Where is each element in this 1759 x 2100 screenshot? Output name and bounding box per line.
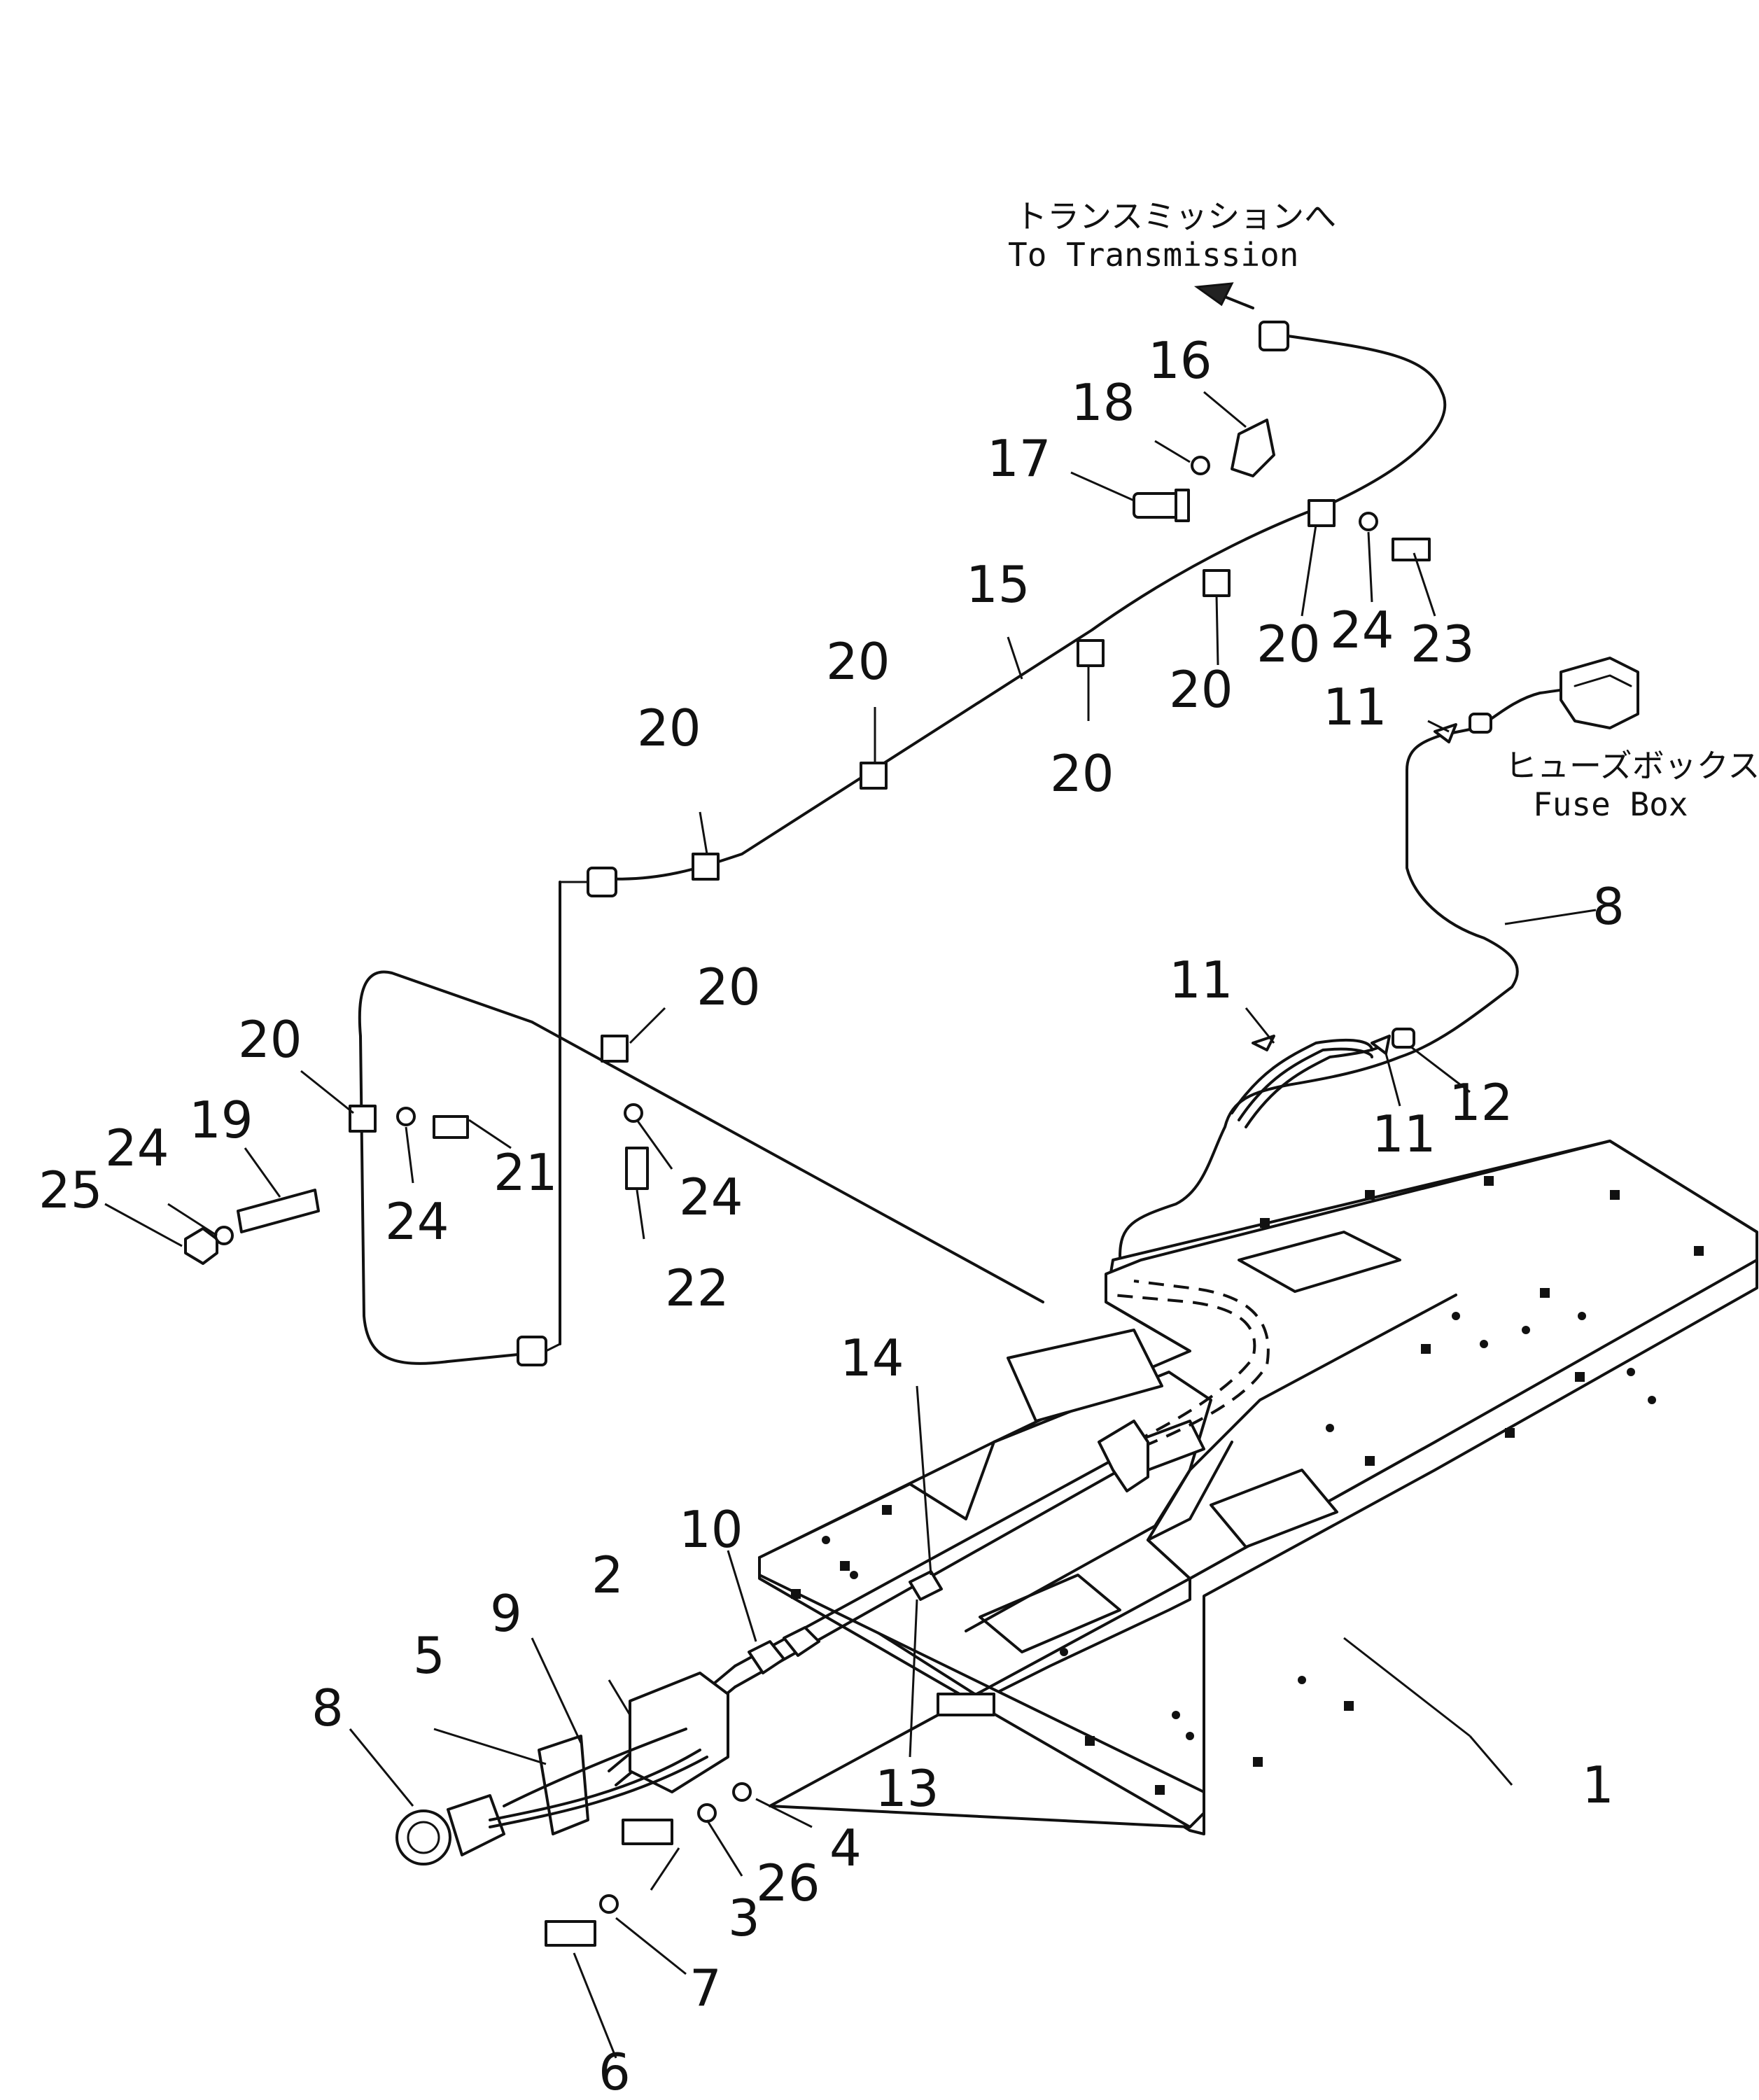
nut-25 — [184, 1227, 218, 1265]
fuse-box-label-jp: ヒューズボックス — [1505, 747, 1759, 785]
callout-11-mid: 11 — [1169, 951, 1233, 1009]
hardware — [184, 419, 1431, 1947]
frame — [758, 1140, 1758, 1835]
washer-4 — [732, 1782, 752, 1802]
callout-12: 12 — [1449, 1073, 1513, 1132]
switch-assembly — [395, 1570, 943, 1865]
fuse-box-label-en: Fuse Box — [1533, 785, 1688, 823]
callout-6: 6 — [598, 2043, 631, 2100]
connector-12 — [1392, 1028, 1415, 1049]
callout-11-top: 11 — [1323, 678, 1387, 736]
callout-20-g: 20 — [238, 1010, 302, 1069]
bolt-23 — [1392, 538, 1431, 561]
bolt-6 — [545, 1920, 596, 1947]
callout-20-f: 20 — [696, 958, 761, 1016]
cable-15 — [358, 321, 1447, 1366]
callout-23: 23 — [1410, 615, 1475, 673]
callout-25: 25 — [38, 1161, 103, 1219]
callout-18: 18 — [1071, 373, 1135, 432]
clips — [349, 499, 1336, 1133]
callout-11-low: 11 — [1372, 1105, 1436, 1163]
callout-24-bolt22: 24 — [679, 1168, 743, 1226]
nut-10 — [748, 1640, 785, 1674]
callout-1: 1 — [1582, 1756, 1614, 1814]
callout-21: 21 — [493, 1143, 558, 1202]
callout-5: 5 — [413, 1626, 445, 1685]
callout-10: 10 — [679, 1500, 743, 1559]
callout-19: 19 — [189, 1091, 253, 1149]
washer-7 — [599, 1894, 619, 1914]
to-transmission-label-en: To Transmission — [1008, 236, 1298, 274]
callout-numbers: 1 2 3 4 5 6 7 8 8 9 10 11 11 11 12 13 14… — [38, 331, 1625, 2100]
bracket-16 — [1231, 419, 1275, 477]
callout-20-c: 20 — [1050, 744, 1114, 803]
frame-holes — [791, 1176, 1704, 1795]
connector-11-b — [1371, 1035, 1391, 1055]
bolt-21 — [433, 1115, 469, 1139]
hidden-harness-route-2 — [1119, 1280, 1270, 1457]
callout-15: 15 — [966, 555, 1030, 614]
callout-20-a: 20 — [637, 699, 701, 757]
hidden-harness-route — [1112, 1294, 1256, 1443]
harness-8 — [1119, 657, 1639, 1258]
callout-20-b: 20 — [826, 632, 890, 691]
leaders — [104, 391, 1597, 2059]
fuse-box — [1560, 657, 1639, 729]
connector-11-c — [1434, 723, 1457, 743]
bolt-3 — [622, 1819, 673, 1845]
callout-24-top: 24 — [1330, 601, 1394, 659]
to-transmission-arrow — [1193, 282, 1254, 309]
callout-9: 9 — [490, 1584, 522, 1643]
callout-16: 16 — [1148, 331, 1212, 390]
callout-7: 7 — [689, 1959, 722, 2017]
washer-18 — [1191, 456, 1210, 475]
callout-14: 14 — [840, 1329, 904, 1387]
bolt-22 — [625, 1147, 649, 1190]
callout-17: 17 — [987, 429, 1051, 488]
callout-24-left: 24 — [105, 1119, 169, 1177]
callout-20-e: 20 — [1256, 615, 1321, 673]
callout-22: 22 — [665, 1259, 729, 1317]
callout-13: 13 — [875, 1759, 939, 1818]
callout-4: 4 — [829, 1819, 862, 1877]
washer-24-top — [1359, 512, 1378, 531]
callout-24-mid: 24 — [385, 1192, 449, 1251]
to-transmission-label-jp: トランスミッションへ — [1015, 197, 1336, 235]
callout-8-switch: 8 — [311, 1679, 344, 1737]
connector-11-a — [1252, 1035, 1275, 1051]
callout-3: 3 — [728, 1889, 760, 1947]
callout-26: 26 — [756, 1854, 820, 1912]
callout-8-harness: 8 — [1592, 877, 1625, 936]
callout-2: 2 — [591, 1546, 624, 1604]
washer-26 — [697, 1803, 717, 1823]
callout-20-d: 20 — [1169, 660, 1233, 719]
switch-8 — [395, 1809, 451, 1865]
plate-19 — [237, 1189, 320, 1233]
